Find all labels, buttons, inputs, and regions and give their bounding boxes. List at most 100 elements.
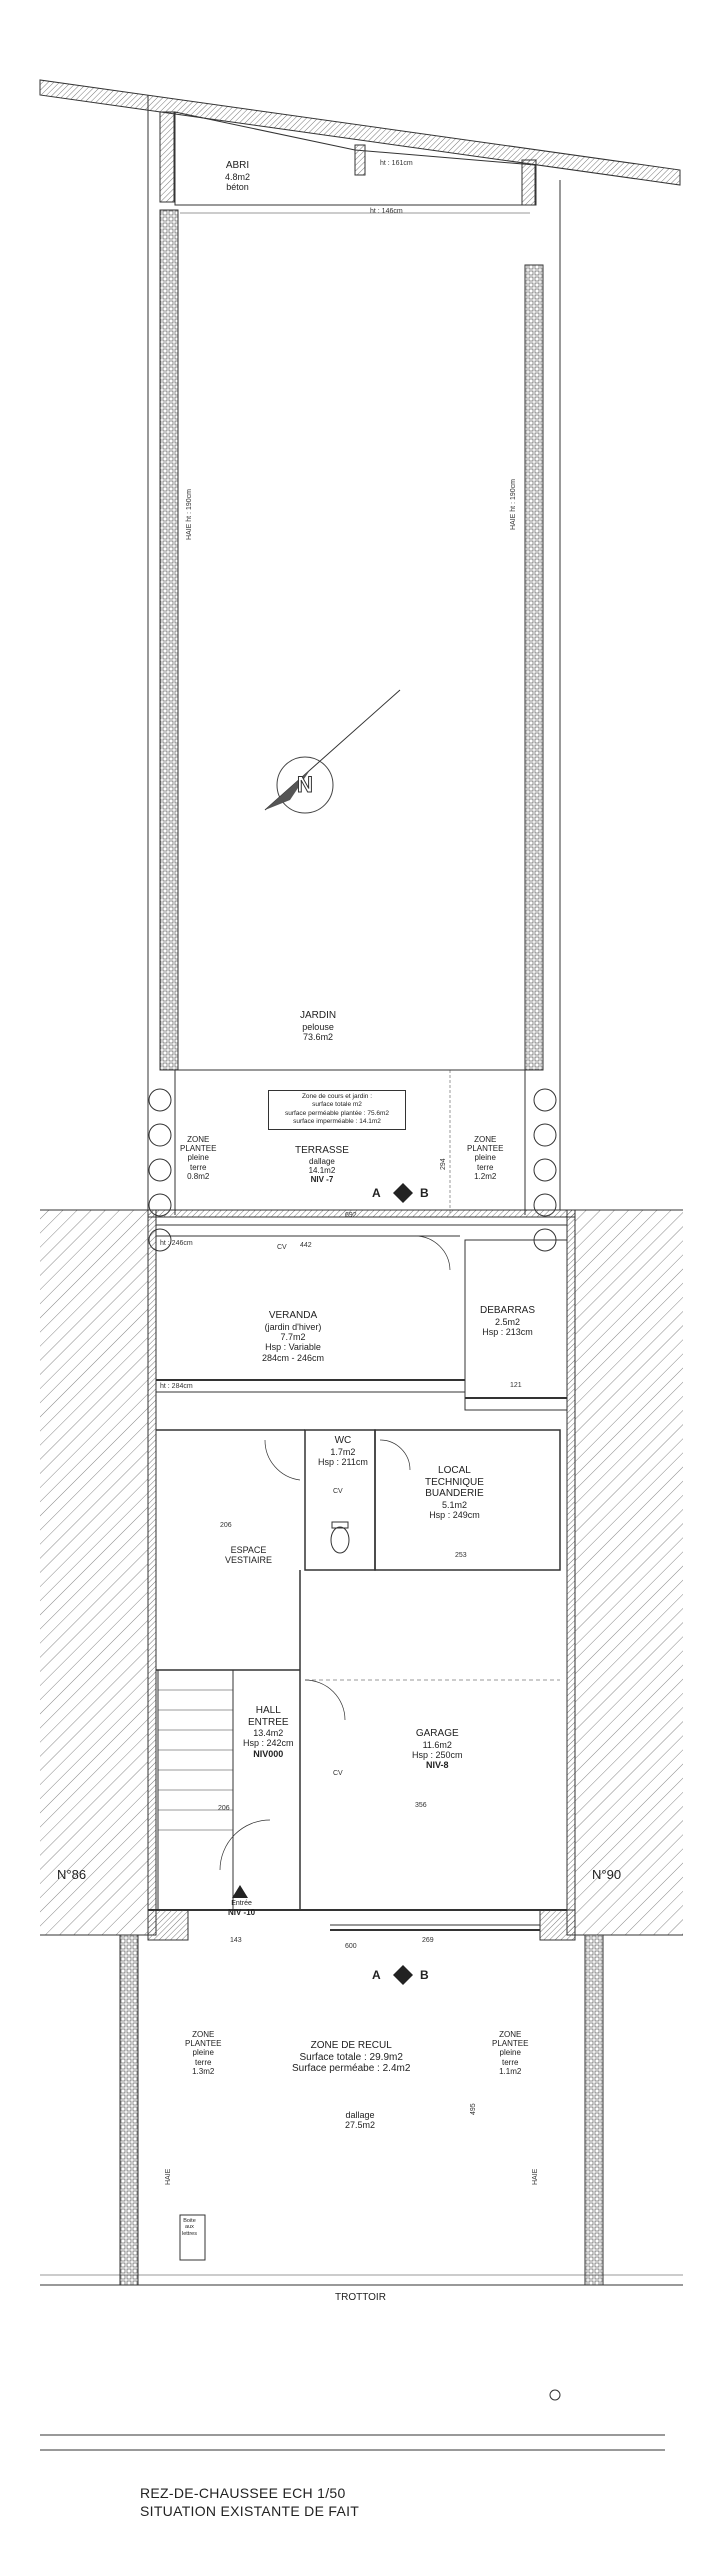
zpbl-name1: ZONE xyxy=(192,2030,215,2039)
garage-label: GARAGE 11.6m2 Hsp : 250cm NIV-8 xyxy=(412,1728,463,1771)
top-boundary-wall xyxy=(39,79,681,186)
entree-label: Entrée NIV -10 xyxy=(228,1900,255,1917)
abri-name: ABRI xyxy=(225,160,250,171)
dim-121: 121 xyxy=(510,1382,522,1389)
right-hedge xyxy=(524,180,561,1210)
zone-recul-label: ZONE DE RECUL Surface totale : 29.9m2 Su… xyxy=(292,2040,410,2075)
vestiaire-name1: ESPACE xyxy=(230,1545,267,1555)
debarras-hsp: Hsp : 213cm xyxy=(482,1326,533,1337)
dim-495: 495 xyxy=(470,2103,477,2115)
jardin-material: pelouse xyxy=(302,1021,334,1032)
zpbr-mat2: terre xyxy=(502,2057,519,2067)
zpr-area: 1.2m2 xyxy=(474,1171,497,1181)
wc-area: 1.7m2 xyxy=(330,1446,356,1457)
boite-label: Boite aux lettres xyxy=(182,2218,197,2237)
hall-name2: ENTREE xyxy=(247,1716,289,1728)
abri-material: béton xyxy=(226,181,249,192)
fixture-cv-1: CV xyxy=(277,1244,287,1251)
neighbor-left-hatch xyxy=(40,1209,148,1936)
zpr-mat1: pleine xyxy=(474,1153,496,1163)
veranda-label: VERANDA (jardin d'hiver) 7.7m2 Hsp : Var… xyxy=(262,1310,324,1363)
terrasse-material: dallage xyxy=(309,1156,335,1166)
dim-600: 600 xyxy=(345,1943,357,1950)
dim-356: 356 xyxy=(415,1802,427,1809)
abri-shed xyxy=(159,111,537,214)
vestiaire-name2: VESTIAIRE xyxy=(225,1555,273,1566)
section-mark-a-top: A xyxy=(372,1186,381,1200)
garage-level: NIV-8 xyxy=(426,1760,449,1771)
dim-ht-246: ht : 246cm xyxy=(160,1240,193,1247)
dim-442: 442 xyxy=(300,1242,312,1249)
dim-253: 253 xyxy=(455,1552,467,1559)
dim-206a: 206 xyxy=(220,1522,232,1529)
dim-692: 692 xyxy=(345,1212,357,1219)
title-block: REZ-DE-CHAUSSEE ECH 1/50 SITUATION EXIST… xyxy=(140,2485,359,2520)
wc-hsp: Hsp : 211cm xyxy=(318,1456,368,1467)
entree-level: NIV -10 xyxy=(228,1908,256,1918)
debarras-label: DEBARRAS 2.5m2 Hsp : 213cm xyxy=(480,1305,535,1337)
shrubs-right xyxy=(533,1088,557,1252)
debarras-name: DEBARRAS xyxy=(480,1305,536,1316)
info-line4: surface imperméable : 14.1m2 xyxy=(293,1118,381,1126)
wc-name: WC xyxy=(334,1435,352,1446)
zpbr-mat1: pleine xyxy=(499,2048,521,2058)
jardin-label: JARDIN pelouse 73.6m2 xyxy=(300,1010,336,1042)
section-mark-b-bottom: B xyxy=(420,1968,429,1982)
debarras-area: 2.5m2 xyxy=(495,1316,521,1327)
terrasse-label: TERRASSE dallage 14.1m2 NIV -7 xyxy=(295,1145,349,1184)
local-area: 5.1m2 xyxy=(441,1499,467,1510)
terrasse-name: TERRASSE xyxy=(295,1145,349,1156)
toilet-icon xyxy=(330,1521,350,1554)
local-hsp: Hsp : 249cm xyxy=(429,1509,480,1520)
local-label: LOCAL TECHNIQUE BUANDERIE 5.1m2 Hsp : 24… xyxy=(425,1465,484,1520)
local-name3: BUANDERIE xyxy=(425,1488,484,1499)
dim-206b: 206 xyxy=(218,1805,230,1812)
zpl-area: 0.8m2 xyxy=(187,1171,210,1181)
abri-label: ABRI 4.8m2 béton xyxy=(225,160,250,192)
boite-line2: aux xyxy=(185,2224,194,2231)
hall-level: NIV000 xyxy=(253,1748,284,1759)
zone-recul-surface: dallage 27.5m2 xyxy=(345,2110,375,2131)
zone-plantee-bottom-right: ZONE PLANTEE pleine terre 1.1m2 xyxy=(492,2030,528,2076)
garage-area: 11.6m2 xyxy=(422,1739,452,1750)
garage-hsp: Hsp : 250cm xyxy=(412,1749,463,1760)
zone-plantee-top-right: ZONE PLANTEE pleine terre 1.2m2 xyxy=(467,1135,503,1181)
zpr-mat2: terre xyxy=(477,1162,494,1172)
info-box: Zone de cours et jardin : surface totale… xyxy=(268,1090,406,1130)
zpbr-name2: PLANTEE xyxy=(492,2039,529,2049)
local-name2: TECHNIQUE xyxy=(425,1476,484,1488)
section-marker-bottom-icon xyxy=(393,1965,413,1985)
section-mark-b-top: B xyxy=(420,1186,429,1200)
jardin-name: JARDIN xyxy=(300,1010,337,1021)
hall-hsp: Hsp : 242cm xyxy=(243,1738,294,1749)
veranda-range: 284cm - 246cm xyxy=(262,1352,325,1363)
terrasse-area: 14.1m2 xyxy=(308,1165,336,1175)
section-mark-a-bottom: A xyxy=(372,1968,381,1982)
info-line2: surface totale m2 xyxy=(312,1101,362,1109)
dim-hae-bottom-right: HAIE xyxy=(532,2168,539,2185)
neighbor-right-hatch xyxy=(575,1209,683,1936)
neighbor-left: N°86 xyxy=(57,1867,87,1882)
section-marker-top-icon xyxy=(393,1183,413,1203)
left-hedge xyxy=(147,95,179,1210)
zone-plantee-bottom-left: ZONE PLANTEE pleine terre 1.3m2 xyxy=(185,2030,221,2076)
zpbl-mat2: terre xyxy=(195,2057,212,2067)
abri-area: 4.8m2 xyxy=(225,171,251,182)
zpl-mat1: pleine xyxy=(187,1153,209,1163)
boite-line3: lettres xyxy=(182,2230,197,2237)
zpbl-area: 1.3m2 xyxy=(192,2066,215,2076)
vestiaire-label: ESPACE VESTIAIRE xyxy=(225,1545,272,1566)
dim-hae-right: HAIE ht : 190cm xyxy=(510,479,517,530)
dim-ht-284: ht : 284cm xyxy=(160,1383,193,1390)
zpl-name1: ZONE xyxy=(187,1135,210,1144)
entrance-arrow-icon xyxy=(232,1885,248,1898)
veranda-name: VERANDA xyxy=(268,1310,318,1321)
zpbr-area: 1.1m2 xyxy=(499,2066,522,2076)
zpl-mat2: terre xyxy=(190,1162,207,1172)
zone-recul-material: dallage xyxy=(345,2110,375,2120)
hall-label: HALL ENTREE 13.4m2 Hsp : 242cm NIV000 xyxy=(243,1705,294,1759)
north-arrow-icon: N xyxy=(264,689,401,814)
title-line1: REZ-DE-CHAUSSEE ECH 1/50 xyxy=(140,2485,346,2501)
veranda-sub: (jardin d'hiver) xyxy=(264,1321,322,1332)
